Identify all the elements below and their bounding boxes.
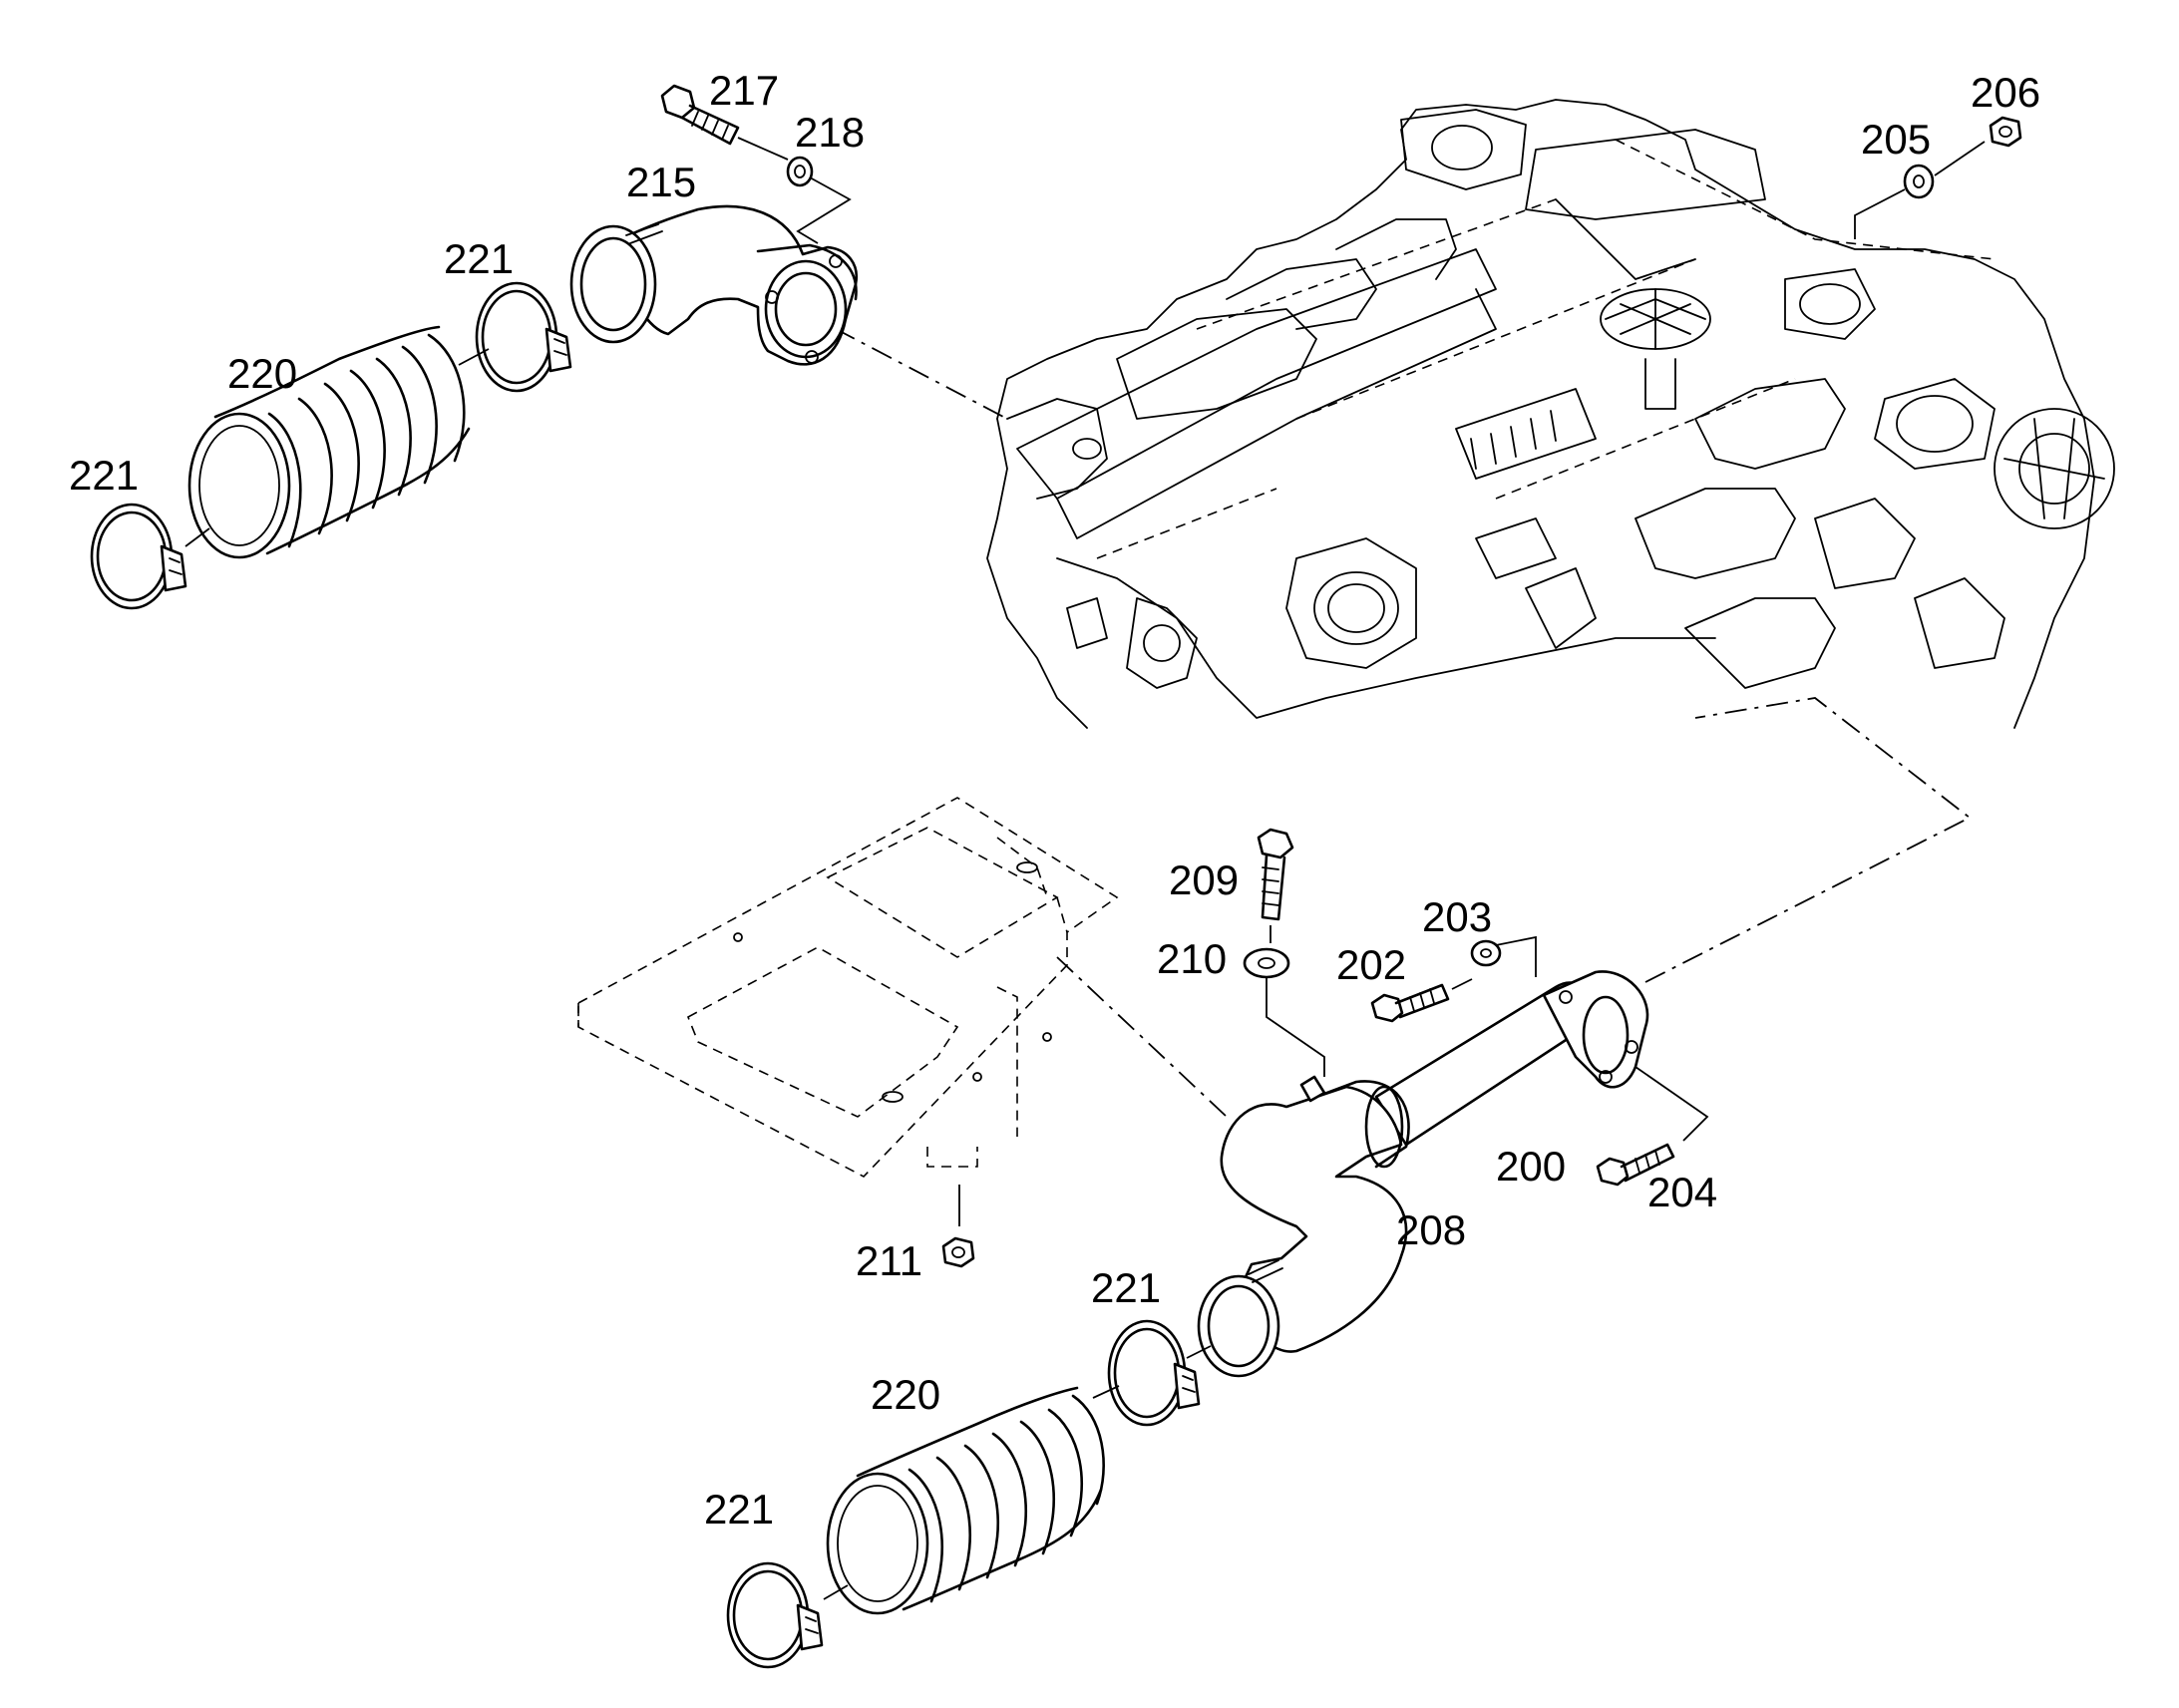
nut-206 [1989,116,2022,148]
s-pipe-208 [1197,1075,1410,1378]
callout-205: 205 [1861,116,1931,163]
assembly-line-208 [1056,956,1228,1118]
hose-clamp-221-bottom-upper [1107,1319,1201,1427]
callout-200: 200 [1496,1143,1566,1190]
bolt-204 [1596,1143,1675,1187]
bolt-217 [660,84,740,146]
nut-211 [941,1236,975,1268]
callout-220-top: 220 [227,350,297,397]
callout-206: 206 [1971,69,2040,116]
callout-210: 210 [1157,935,1227,982]
bolt-202 [1370,983,1450,1023]
callout-221-top-lower: 221 [69,452,139,499]
bolt-209 [1257,828,1294,921]
callout-208: 208 [1396,1206,1466,1253]
hose-clamp-221-top-lower [90,503,187,610]
washer-218 [786,156,814,187]
callout-217: 217 [709,67,779,114]
callout-221-bottom-upper: 221 [1091,1264,1161,1311]
callout-221-bottom-lower: 221 [704,1486,774,1533]
mounting-plate [577,797,1119,1178]
engine-assembly [986,99,2115,729]
callout-209: 209 [1169,856,1239,903]
washer-205 [1903,164,1935,199]
washer-210 [1243,947,1290,979]
callout-202: 202 [1336,941,1406,988]
pipe-200 [1374,970,1649,1147]
hose-clamp-221-bottom-lower [726,1561,824,1669]
callout-221-top-upper: 221 [444,235,514,282]
callout-203: 203 [1422,893,1492,940]
callout-215: 215 [626,159,696,205]
intake-elbow-215 [569,204,859,366]
hose-clamp-221-top-upper [475,281,572,393]
callout-204: 204 [1647,1169,1717,1215]
bellows-hose-220-top [187,325,471,559]
callout-220-bottom: 220 [871,1371,940,1418]
callout-218: 218 [795,109,865,156]
assembly-line-200 [1644,697,1972,983]
bellows-hose-220-bottom [826,1386,1105,1615]
washer-203 [1470,939,1502,967]
callout-211: 211 [856,1237,922,1284]
